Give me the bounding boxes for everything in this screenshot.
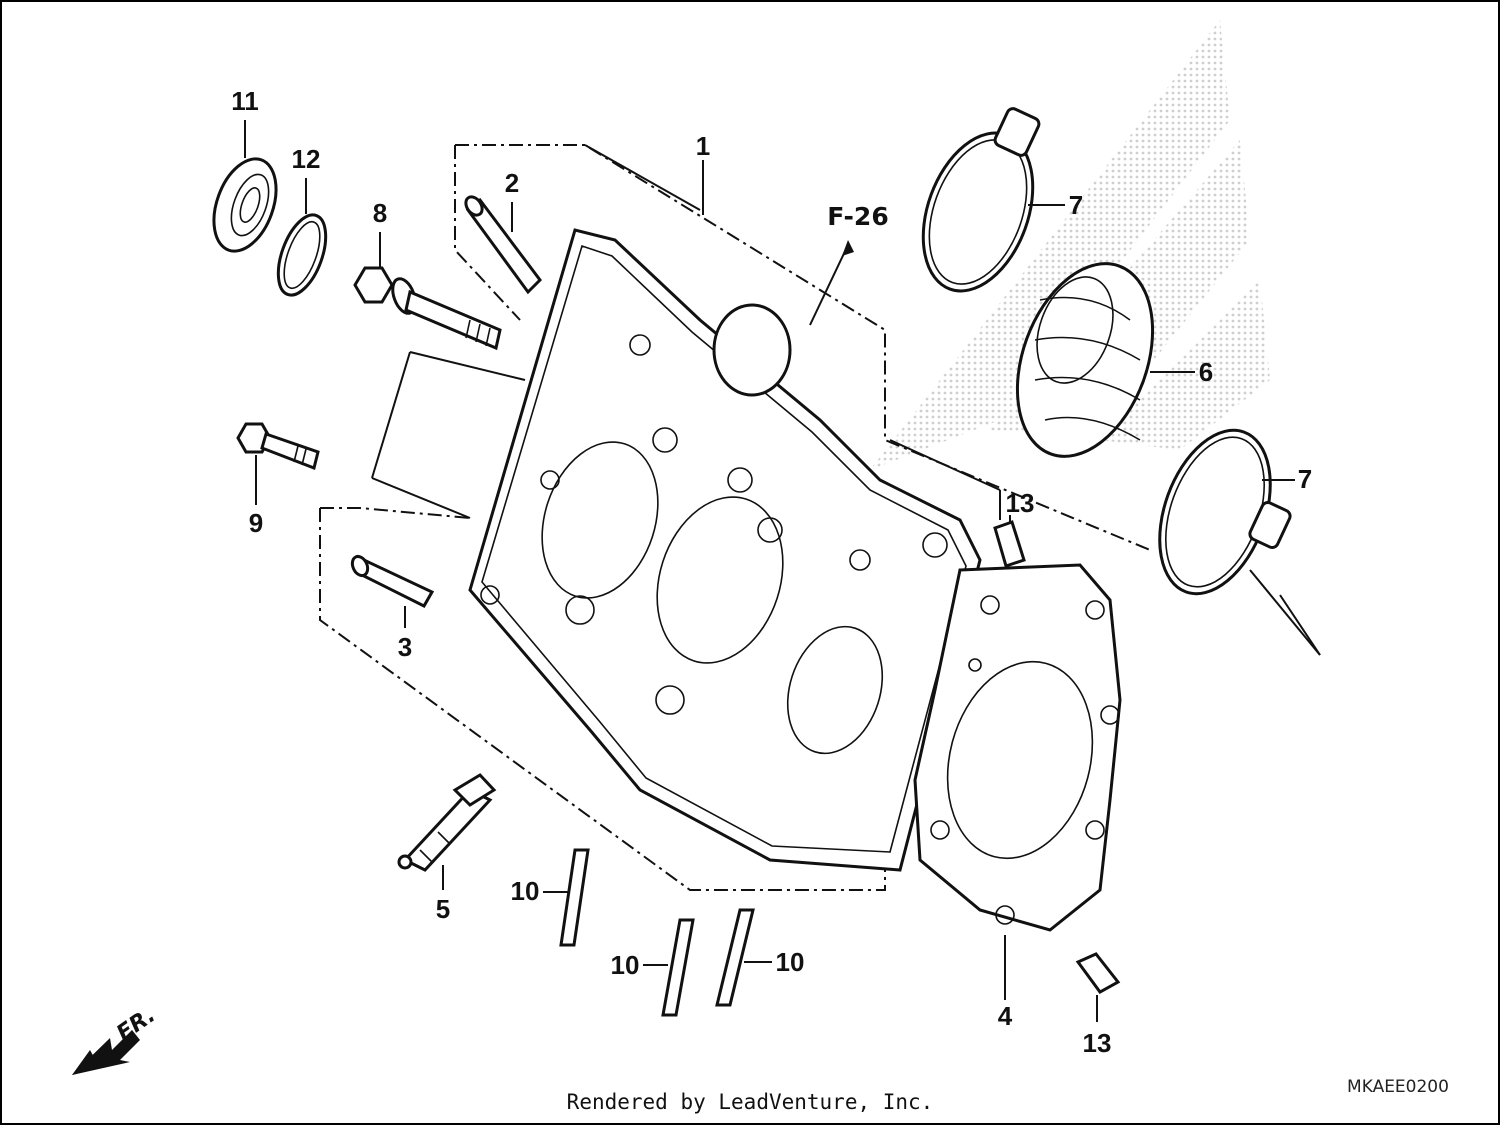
part-7-clamp-lower bbox=[1158, 428, 1321, 656]
callout-12: 12 bbox=[292, 144, 321, 174]
callout-7-lower: 7 bbox=[1298, 464, 1312, 494]
part-3-guide bbox=[350, 554, 435, 628]
callout-1: 1 bbox=[696, 131, 710, 161]
callout-6: 6 bbox=[1199, 357, 1213, 387]
callout-10-b: 10 bbox=[611, 950, 640, 980]
part-7-clamp-upper bbox=[921, 107, 1065, 293]
callout-3: 3 bbox=[398, 632, 412, 662]
front-arrow-icon bbox=[72, 1030, 140, 1075]
callout-10-a: 10 bbox=[511, 876, 540, 906]
part-4-gasket bbox=[913, 563, 1122, 1000]
callout-9: 9 bbox=[249, 508, 263, 538]
reference-label: F-26 bbox=[827, 202, 888, 231]
callout-2: 2 bbox=[505, 168, 519, 198]
callout-5: 5 bbox=[436, 894, 450, 924]
callout-13-upper: 13 bbox=[1006, 488, 1035, 518]
callout-11: 11 bbox=[231, 86, 259, 116]
assembly-bracket bbox=[319, 144, 1151, 891]
callout-8: 8 bbox=[373, 198, 387, 228]
credit-text: Rendered by LeadVenture, Inc. bbox=[566, 1090, 934, 1114]
part-12-o-ring bbox=[276, 178, 328, 297]
part-1-cylinder-head bbox=[468, 160, 982, 872]
part-8-flange-bolt bbox=[353, 232, 502, 351]
part-13-dowel-lower bbox=[1075, 952, 1121, 1022]
reference-arrow bbox=[809, 240, 854, 326]
part-9-bolt bbox=[236, 422, 320, 505]
callout-4: 4 bbox=[998, 1001, 1013, 1031]
part-10-stud-a bbox=[543, 848, 590, 947]
callout-7-upper: 7 bbox=[1069, 190, 1083, 220]
callout-13-lower: 13 bbox=[1083, 1028, 1112, 1058]
part-10-stud-b bbox=[643, 918, 695, 1017]
diagram-code: MKAEE0200 bbox=[1347, 1077, 1449, 1097]
part-11-filler-cap bbox=[212, 120, 278, 253]
part-2-guide bbox=[464, 195, 542, 295]
part-6-insulator bbox=[1015, 262, 1195, 458]
callout-10-c: 10 bbox=[776, 947, 805, 977]
part-13-dowel-upper bbox=[993, 515, 1026, 568]
part-5-spark-plug bbox=[397, 773, 497, 890]
part-10-stud-c bbox=[715, 908, 772, 1007]
